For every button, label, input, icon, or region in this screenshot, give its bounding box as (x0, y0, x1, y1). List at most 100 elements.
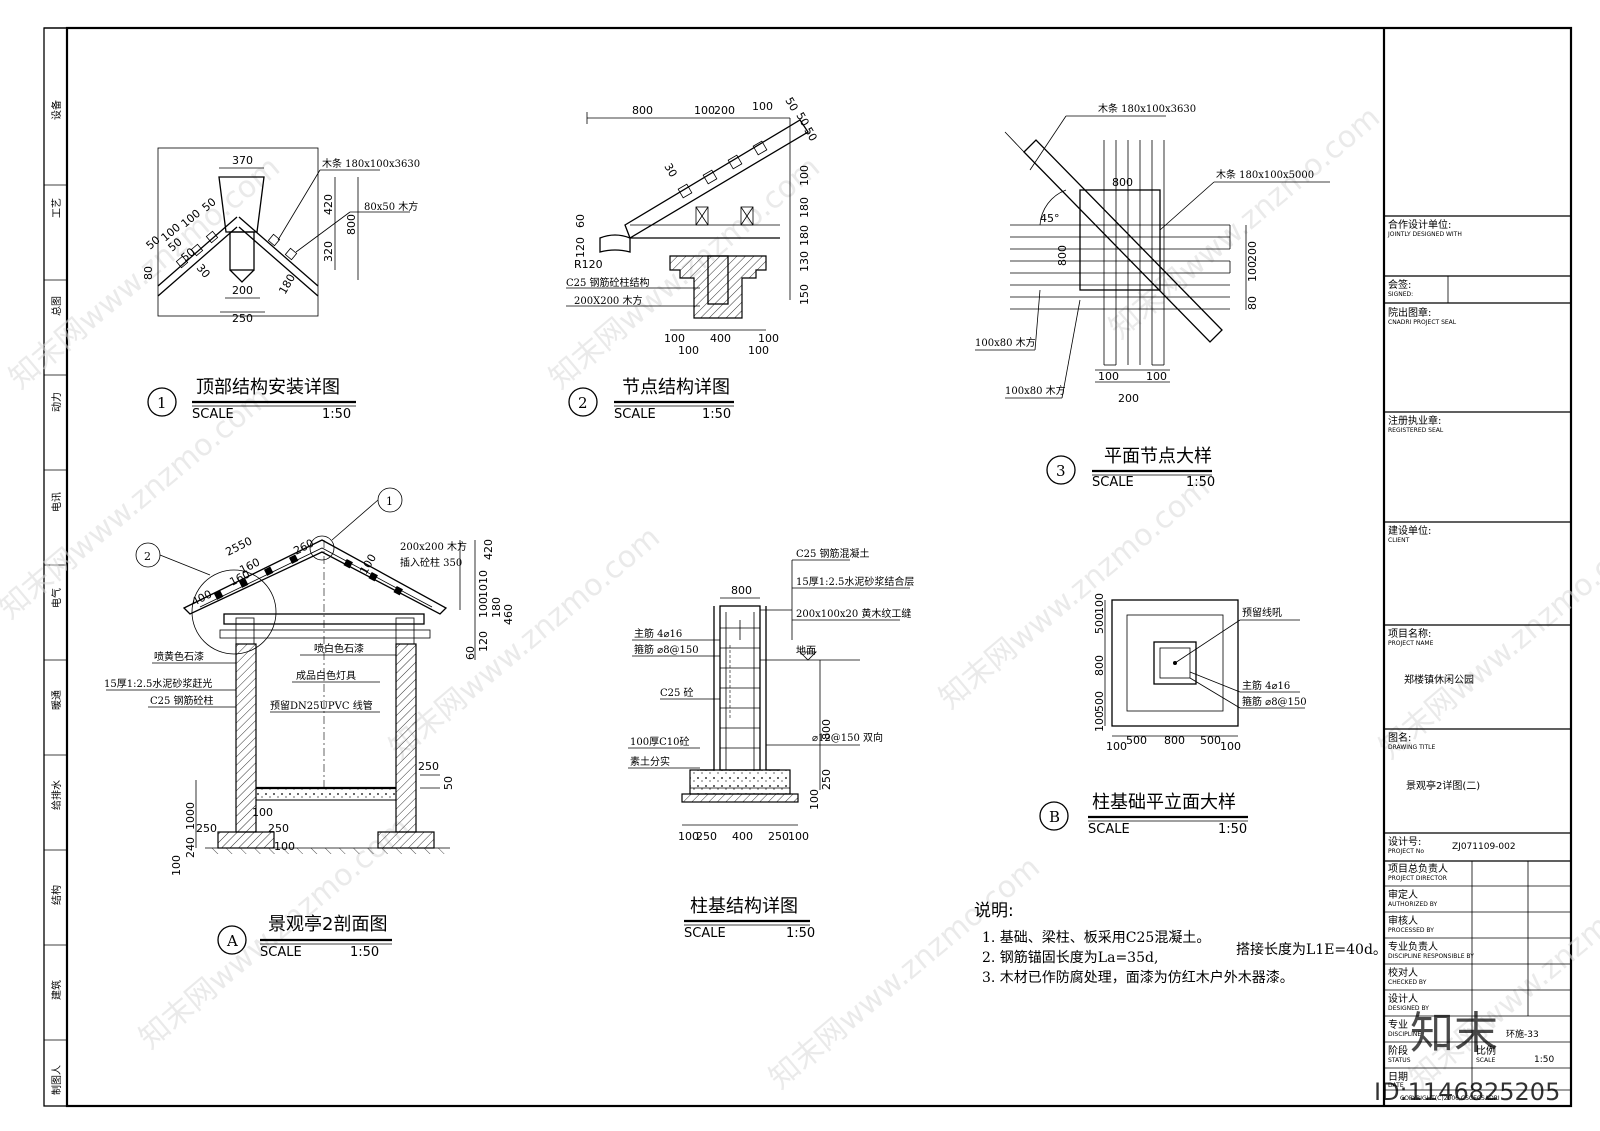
tb-label: 项目总负责人 (1388, 862, 1448, 875)
tb-label: 设计人 (1388, 992, 1418, 1005)
scale-value: 1:50 (702, 407, 731, 422)
strip-label: 电讯 (50, 492, 63, 512)
dim: 100 (274, 840, 295, 853)
note: C25 钢筋混凝土 (796, 547, 870, 560)
dim: 100 (252, 806, 273, 819)
note: 成品白色灯具 (296, 669, 356, 682)
detail-1-roof-top: 370 50 100 100 50 50 50 80 30 200 250 42… (142, 147, 420, 422)
tb-label: 阶段 (1388, 1044, 1408, 1057)
scale-label: SCALE (1088, 822, 1130, 837)
detail-title: 柱基础平立面大样 (1092, 792, 1236, 813)
note: 200x200 木方 (400, 540, 467, 553)
dim: 100 (788, 830, 809, 843)
dim: 800 (1164, 734, 1185, 747)
note: 100x80 木方 (975, 336, 1036, 349)
dim: 400 (732, 830, 753, 843)
id-watermark: ID:1146825205 (1374, 1078, 1560, 1106)
note: 预留线吼 (1242, 606, 1282, 619)
tb-label-en: DRAWING TITLE (1388, 744, 1436, 751)
note: C25 砼 (660, 686, 694, 699)
dim: 800 (820, 719, 833, 740)
notes-item: 3. 木材已作防腐处理，面漆为仿红木户外木器漆。 (982, 969, 1294, 986)
tb-label: 专业 (1388, 1018, 1408, 1031)
detail-title: 节点结构详图 (622, 377, 730, 398)
tb-label: 比例 (1476, 1044, 1496, 1057)
dim: 1010 (477, 570, 490, 598)
title-block: 合作设计单位: JOINTLY DESIGNED WITH 会签: SIGNED… (1382, 28, 1571, 1106)
dim: 100 (1106, 740, 1127, 753)
dim: 100 (1246, 261, 1259, 282)
dim: 200 (714, 104, 735, 117)
note: C25 钢筋砼柱结构 (566, 276, 650, 289)
note: 主筋 4⌀16 (634, 627, 682, 640)
note: 100x80 木方 (1005, 384, 1066, 397)
note: C25 钢筋砼柱 (150, 694, 214, 707)
detail-title: 柱基结构详图 (690, 896, 798, 917)
tb-label-en: STATUS (1388, 1057, 1411, 1064)
dim: 800 (1056, 245, 1069, 266)
detail-A-section: 1 2 2550 260 160 160 400 100 420 1010 10… (104, 487, 515, 960)
tb-label-en: DISCIPLINE RESPONSIBLE BY (1388, 953, 1474, 960)
dim: 50 (793, 110, 811, 129)
dim: 250 (820, 769, 833, 790)
dim: 80 (142, 266, 155, 280)
dim: 370 (232, 154, 253, 167)
note: 80x50 木方 (364, 200, 418, 213)
dim: 100 (678, 344, 699, 357)
strip-label: 总图 (50, 296, 63, 316)
dim: 100 (752, 100, 773, 113)
tb-label: 合作设计单位: (1388, 218, 1451, 231)
dim: 2550 (223, 534, 254, 558)
dim: 320 (322, 241, 335, 262)
detail-number: 3 (1056, 462, 1066, 480)
dim: 200 (1118, 392, 1139, 405)
note: 箍筋 ⌀8@150 (1242, 695, 1307, 708)
dim: 100 (694, 104, 715, 117)
detail-title: 景观亭2剖面图 (268, 914, 387, 935)
note: 木条 180x100x3630 (1098, 102, 1196, 115)
detail-3-plan-node: 45° 800 800 100 200 100 200 100 80 木条 18… (975, 102, 1330, 490)
note: 100厚C10砼 (630, 735, 689, 748)
tb-label-en: CLIENT (1388, 537, 1410, 544)
dim: 100 (798, 165, 811, 186)
watermark: 知末网www.znzmo.com (0, 380, 277, 626)
note: 15厚1:2.5水泥砂浆结合层 (796, 575, 914, 588)
dim: 100 (1093, 593, 1106, 614)
project-number: ZJ071109-002 (1452, 842, 1516, 852)
detail-number: B (1049, 808, 1060, 826)
dim: 800 (1112, 176, 1133, 189)
tb-label: 审核人 (1388, 914, 1418, 927)
tb-label: 注册执业章: (1388, 414, 1441, 427)
scale-label: SCALE (614, 407, 656, 422)
dim: 500 (1093, 613, 1106, 634)
dim: 420 (482, 539, 495, 560)
strip-label: 设备 (50, 100, 63, 120)
dim: 100 (1146, 370, 1167, 383)
detail-number: 1 (157, 394, 167, 412)
note: 200X200 木方 (574, 294, 642, 307)
dim: 240 (184, 837, 197, 858)
dim: 100 (678, 830, 699, 843)
detail-column-foundation: 800 800 250 100 100 250 400 250 100 C25 … (628, 547, 914, 941)
dim: 500 (1093, 691, 1106, 712)
dim: 250 (418, 760, 439, 773)
callout: 1 (386, 495, 393, 508)
callout: 2 (144, 550, 151, 563)
inner-border (65, 26, 1573, 1108)
note: 素土分实 (630, 755, 670, 768)
strip-label: 暖通 (50, 690, 63, 710)
dim: 100 (170, 855, 183, 876)
dim: 200 (1246, 241, 1259, 262)
dim: 45° (1040, 212, 1060, 225)
strip-label: 制图人 (50, 1065, 63, 1095)
notes-item: 1. 基础、梁柱、板采用C25混凝土。 (982, 929, 1210, 946)
tb-label: 校对人 (1388, 966, 1418, 979)
scale-value: 1:50 (1534, 1055, 1554, 1065)
dim: 800 (345, 214, 358, 235)
detail-number: A (226, 932, 238, 950)
left-strip: 设备 工艺 总图 动力 电讯 电气 暖通 给排水 结构 建筑 制图人 (44, 27, 67, 1095)
dim: R120 (574, 258, 603, 271)
detail-title: 顶部结构安装详图 (196, 377, 340, 398)
scale-value: 1:50 (322, 407, 351, 422)
tb-label-en: DATE (1388, 1082, 1404, 1089)
